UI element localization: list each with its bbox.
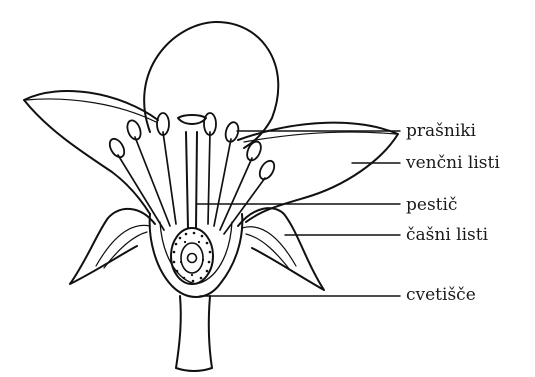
sepal-right-vein-2: [246, 234, 290, 270]
sepal-left-vein-2: [104, 232, 147, 268]
petal-left-inner: [26, 99, 156, 122]
stem-end: [176, 368, 212, 371]
sepal-left: [70, 209, 155, 284]
petal-left: [24, 91, 158, 214]
sepal-right-vein-1: [242, 227, 296, 266]
label-stamens: prašniki: [406, 123, 476, 140]
ovary-dots: [173, 232, 212, 283]
style: [186, 132, 197, 228]
stem-right: [209, 296, 212, 368]
ovule: [188, 254, 197, 263]
label-petals: venčni listi: [406, 155, 500, 172]
label-pistil: pestič: [406, 197, 457, 214]
petal-back: [144, 22, 278, 148]
label-sepals: čašni listi: [406, 227, 488, 244]
petal-right-inner: [244, 132, 396, 142]
ovary-inner: [181, 243, 203, 273]
stem-left: [176, 296, 181, 368]
sepal-right: [238, 208, 324, 290]
petal-right: [238, 123, 398, 222]
label-receptacle: cvetišče: [406, 287, 476, 304]
stigma: [178, 115, 206, 124]
sepal-left-vein-1: [96, 225, 150, 266]
